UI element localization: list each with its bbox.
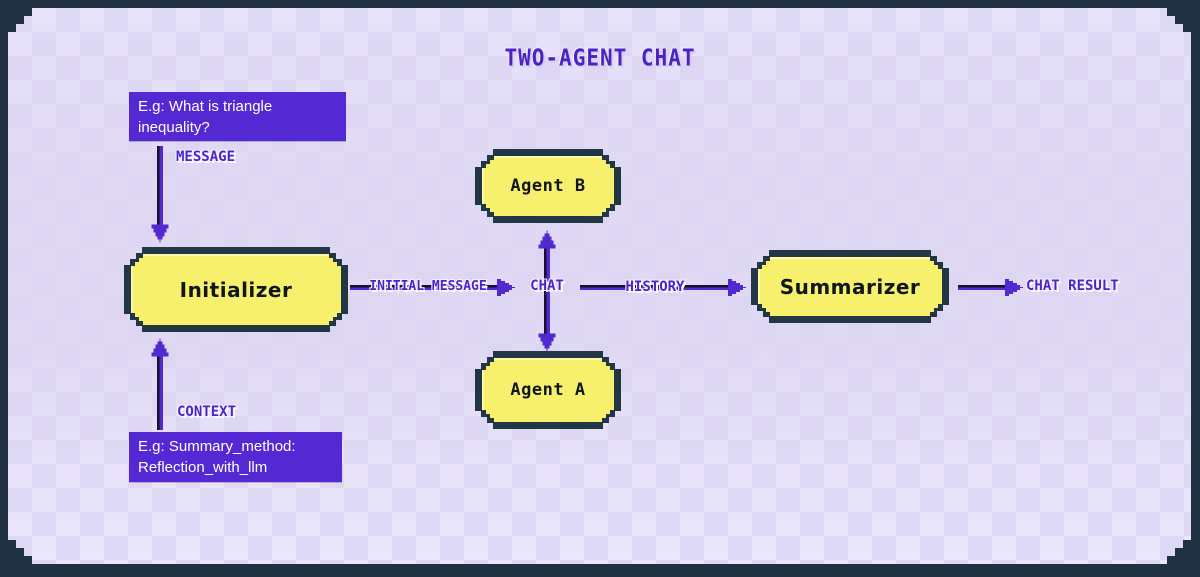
message-example-note: E.g: What is triangle inequality?	[129, 92, 346, 141]
arrowhead-up-icon	[152, 339, 169, 357]
diagram-title: TWO-AGENT CHAT	[504, 45, 696, 71]
initial-message-edge-label: INITIAL MESSAGE	[369, 279, 487, 294]
agent-a-node-label: Agent A	[510, 380, 586, 400]
arrowhead-right-icon	[728, 279, 746, 296]
agent-b-node-face: Agent B	[482, 156, 614, 216]
chat-result-edge-label: CHAT RESULT	[1026, 278, 1119, 294]
context-example-text: E.g: Summary_method: Reflection_with_llm	[138, 438, 296, 476]
chat-arrow-line	[544, 245, 550, 337]
arrowhead-down-icon	[152, 225, 169, 243]
context-edge-label: CONTEXT	[177, 404, 237, 420]
initializer-node-face: Initializer	[131, 254, 341, 325]
summarizer-node-label: Summarizer	[779, 274, 921, 299]
arrowhead-down-icon	[539, 334, 556, 352]
message-arrow-line	[157, 146, 163, 228]
agent-b-node-label: Agent B	[510, 176, 586, 196]
initializer-node-label: Initializer	[179, 277, 293, 302]
context-arrow-line	[157, 354, 163, 430]
chat-result-arrow-line	[958, 285, 1008, 290]
summarizer-node: Summarizer	[751, 250, 949, 323]
chat-edge-label: CHAT	[530, 278, 564, 294]
arrowhead-up-icon	[539, 231, 556, 249]
history-arrow-line	[580, 285, 730, 290]
initial-message-arrow-line	[350, 285, 500, 290]
agent-a-node-face: Agent A	[482, 358, 614, 422]
arrowhead-right-icon	[1005, 279, 1023, 296]
agent-a-node: Agent A	[475, 351, 621, 429]
message-example-text: E.g: What is triangle inequality?	[138, 98, 273, 136]
context-example-note: E.g: Summary_method: Reflection_with_llm	[129, 432, 342, 482]
summarizer-node-face: Summarizer	[758, 257, 942, 316]
initializer-node: Initializer	[124, 247, 348, 332]
history-edge-label: HISTORY	[625, 279, 685, 295]
message-edge-label: MESSAGE	[176, 149, 236, 165]
agent-b-node: Agent B	[475, 149, 621, 223]
